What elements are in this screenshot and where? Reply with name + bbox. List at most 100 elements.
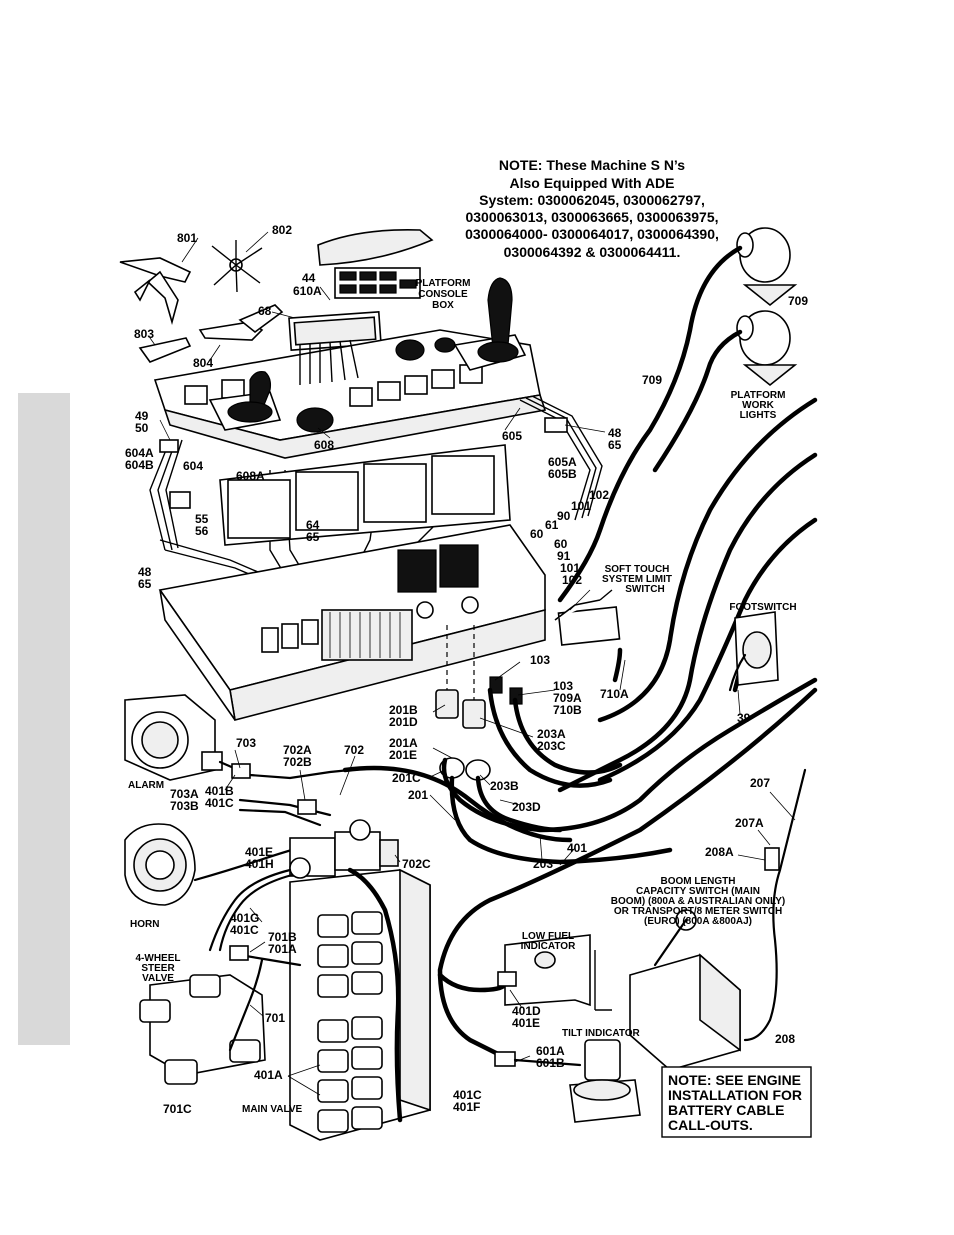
label-103-b: 103 — [553, 679, 573, 693]
label-207a: 207A — [735, 816, 764, 830]
label-steer-3: VALVE — [142, 973, 174, 984]
label-401c: 401C — [205, 796, 234, 810]
label-701c: 701C — [163, 1102, 192, 1116]
label-48-a: 48 — [608, 426, 622, 440]
note-bottom: NOTE: SEE ENGINE INSTALLATION FOR BATTER… — [661, 1066, 812, 1138]
label-701: 701 — [265, 1011, 285, 1025]
label-401d: 401D — [512, 1004, 541, 1018]
label-boom-5: (EURO) (800A &800AJ) — [644, 916, 752, 927]
note-bottom-box — [661, 1066, 812, 1138]
label-401c-2: 401C — [230, 923, 259, 937]
label-console-1: PLATFORM — [416, 278, 471, 289]
label-610a: 610A — [293, 284, 322, 298]
circuit-modules — [219, 444, 511, 546]
control-box — [158, 524, 546, 721]
label-208: 208 — [775, 1032, 795, 1046]
joystick-left — [208, 371, 282, 431]
label-803: 803 — [134, 327, 154, 341]
label-401e-2: 401E — [512, 1016, 540, 1030]
label-alarm: ALARM — [128, 780, 164, 791]
console-decal-44 — [317, 228, 434, 299]
label-203a: 203A — [537, 727, 566, 741]
label-101-b: 101 — [560, 561, 580, 575]
label-709a: 709A — [553, 691, 582, 705]
note-bottom-line-2: INSTALLATION FOR — [668, 1087, 802, 1103]
label-boom-1: BOOM LENGTH — [661, 876, 736, 887]
label-401b: 401B — [205, 784, 234, 798]
label-709-a: 709 — [788, 294, 808, 308]
label-68: 68 — [258, 304, 272, 318]
label-201b: 201B — [389, 703, 418, 717]
footswitch — [728, 611, 779, 692]
label-fuel-1: LOW FUEL — [522, 931, 574, 942]
note-top-line-2: Also Equipped With ADE — [509, 175, 674, 191]
side-tab — [18, 393, 70, 1045]
cable-401 — [437, 687, 818, 1063]
work-lights — [736, 227, 798, 387]
label-605b: 605B — [548, 467, 577, 481]
label-401a: 401A — [254, 1068, 283, 1082]
label-49: 49 — [135, 409, 149, 423]
label-90: 90 — [557, 509, 571, 523]
label-201a: 201A — [389, 736, 418, 750]
label-701b: 701B — [268, 930, 297, 944]
label-201d: 201D — [389, 715, 418, 729]
alarm — [124, 694, 223, 781]
main-cables — [441, 245, 818, 865]
label-55: 55 — [195, 512, 209, 526]
tilt-indicator — [494, 1039, 641, 1123]
pliers-804 — [198, 304, 284, 341]
low-fuel-indicator — [497, 934, 612, 1011]
label-footswitch: FOOTSWITCH — [729, 602, 796, 613]
label-60-b: 60 — [554, 537, 568, 551]
label-208a: 208A — [705, 845, 734, 859]
note-bottom-line-1: NOTE: SEE ENGINE — [668, 1072, 801, 1088]
label-lights-3: LIGHTS — [740, 410, 777, 421]
label-lights-1: PLATFORM — [731, 390, 786, 401]
label-steer-2: STEER — [141, 963, 175, 974]
label-boom-3: BOOM) (800A & AUSTRALIAN ONLY) — [611, 896, 785, 907]
note-top: NOTE: These Machine S N’s Also Equipped … — [465, 157, 719, 260]
note-bottom-line-4: CALL-OUTS. — [668, 1117, 753, 1133]
label-60-a: 60 — [530, 527, 544, 541]
label-soft-1: SOFT TOUCH — [605, 564, 670, 575]
label-207: 207 — [750, 776, 770, 790]
note-top-line-4: 0300063013, 0300063665, 0300063975, — [465, 209, 718, 225]
label-102-a: 102 — [589, 488, 609, 502]
note-bottom-line-3: BATTERY CABLE — [668, 1102, 784, 1118]
joystick-right — [453, 277, 527, 371]
label-604a: 604A — [125, 446, 154, 460]
label-802: 802 — [272, 223, 292, 237]
label-soft-3: SWITCH — [625, 584, 664, 595]
label-702b: 702B — [283, 755, 312, 769]
label-702a: 702A — [283, 743, 312, 757]
label-604: 604 — [183, 459, 203, 473]
leader-lines — [149, 231, 796, 1096]
pin-tool-802 — [211, 240, 263, 293]
switch-panel-68 — [288, 311, 382, 351]
label-605a: 605A — [548, 455, 577, 469]
label-401h: 401H — [245, 857, 274, 871]
label-65-c: 65 — [138, 577, 152, 591]
label-203c: 203C — [537, 739, 566, 753]
label-710b: 710B — [553, 703, 582, 717]
label-201e: 201E — [389, 748, 417, 762]
label-201: 201 — [408, 788, 428, 802]
label-401f: 401F — [453, 1100, 480, 1114]
boom-length-switch — [629, 847, 780, 1071]
label-65-a: 65 — [608, 438, 622, 452]
label-48-b: 48 — [138, 565, 152, 579]
label-604b: 604B — [125, 458, 154, 472]
label-702c: 702C — [402, 857, 431, 871]
label-701a: 701A — [268, 942, 297, 956]
label-201c: 201C — [392, 771, 421, 785]
main-valve — [289, 867, 431, 1141]
label-64: 64 — [306, 518, 320, 532]
soft-touch-switch — [554, 589, 621, 646]
steer-valve — [139, 868, 302, 1085]
label-50: 50 — [135, 421, 149, 435]
label-102-b: 102 — [562, 573, 582, 587]
extract-tool-803 — [138, 337, 192, 363]
label-203: 203 — [533, 857, 553, 871]
label-103-a: 103 — [530, 653, 550, 667]
